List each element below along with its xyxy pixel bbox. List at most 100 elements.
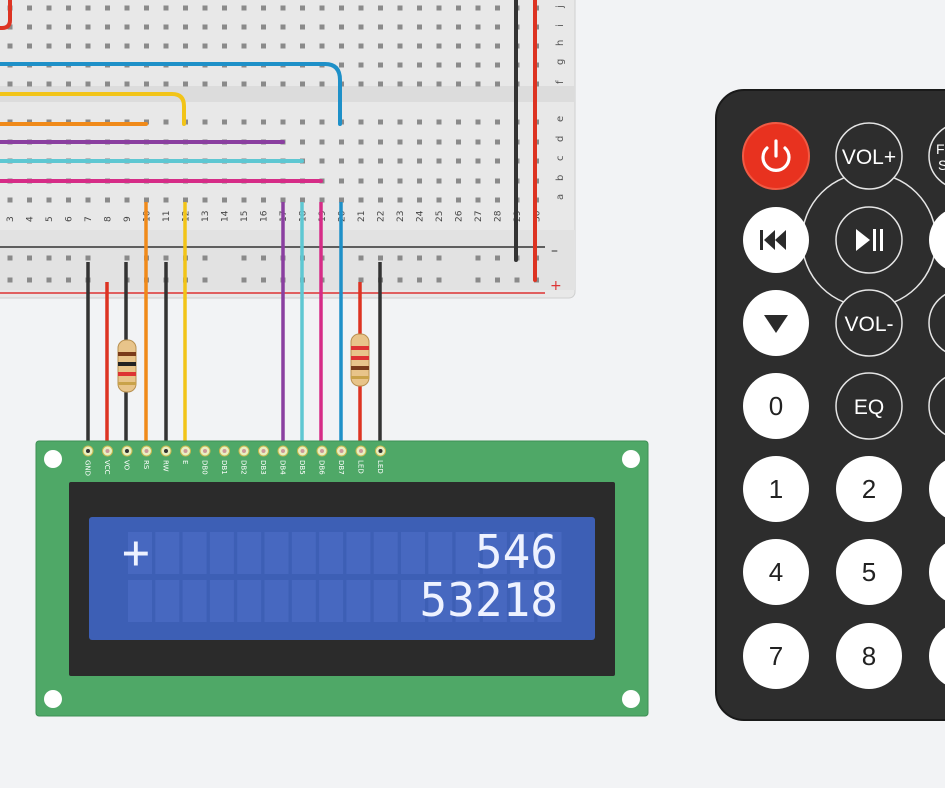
st-rept-button[interactable]: [928, 373, 945, 439]
breadboard-hole: [85, 24, 91, 30]
button-8[interactable]: 8: [836, 623, 902, 689]
ir-remote: VOL+ F S: [715, 89, 945, 721]
column-number: 19: [318, 210, 328, 222]
button-2[interactable]: 2: [836, 456, 902, 522]
breadboard-hole: [378, 197, 383, 203]
breadboard-hole: [124, 43, 130, 49]
breadboard-hole: [85, 43, 91, 49]
lcd-cell: [401, 532, 425, 574]
button-0[interactable]: 0: [743, 373, 809, 439]
breadboard-hole: [280, 5, 286, 11]
button-7-label: 7: [769, 641, 783, 671]
power-icon: [761, 139, 791, 172]
lcd-pin-label: DB3: [259, 460, 267, 475]
breadboard-hole: [397, 197, 403, 203]
breadboard-hole: [358, 197, 364, 203]
vol-down-label: VOL-: [844, 313, 893, 336]
breadboard-hole: [46, 81, 52, 87]
lcd-cell: [209, 580, 234, 622]
breadboard-hole: [378, 139, 383, 145]
breadboard-hole: [241, 24, 247, 30]
button-7[interactable]: 7: [743, 623, 809, 689]
rail-hole: [85, 255, 91, 261]
button-1[interactable]: 1: [743, 456, 809, 522]
vol-up-button[interactable]: VOL+: [835, 122, 903, 190]
breadboard-hole: [417, 43, 422, 49]
vol-down-button[interactable]: VOL-: [835, 289, 903, 357]
row-letter: h: [555, 40, 566, 46]
column-number: 16: [260, 210, 270, 222]
breadboard-hole: [417, 81, 422, 87]
lcd-pin-label: DB1: [220, 460, 228, 475]
breadboard-hole: [358, 62, 364, 68]
lcd-cell: [128, 580, 152, 622]
lcd-pin-label: RW: [162, 460, 170, 472]
power-button[interactable]: [742, 122, 810, 190]
breadboard-hole: [339, 197, 344, 203]
lcd-pin-label: LED: [376, 460, 384, 474]
breadboard-hole: [202, 81, 208, 87]
lcd-wires: [86, 202, 382, 450]
rail-minus-label: –: [551, 243, 558, 259]
column-number: 15: [240, 211, 250, 222]
down-button[interactable]: [743, 290, 809, 356]
column-number: 27: [474, 211, 484, 222]
breadboard-hole: [7, 24, 13, 30]
breadboard-hole: [183, 197, 188, 203]
breadboard-hole: [397, 24, 403, 30]
breadboard-hole: [378, 158, 383, 164]
breadboard-hole: [436, 139, 442, 145]
lcd-cell: [373, 532, 398, 574]
rail-plus-label: +: [550, 278, 562, 294]
rail-hole: [27, 277, 32, 283]
breadboard-hole: [417, 62, 422, 68]
lcd-cell: [428, 580, 453, 622]
lcd-pin-label: LED: [357, 460, 365, 474]
breadboard-hole: [85, 81, 91, 87]
breadboard-hole: [27, 43, 32, 49]
breadboard-hole: [222, 197, 227, 203]
breadboard-hole: [436, 43, 442, 49]
eq-button[interactable]: EQ: [835, 372, 903, 440]
breadboard-hole: [105, 43, 110, 49]
breadboard-hole: [319, 197, 325, 203]
lcd-cell: [264, 580, 289, 622]
button-3[interactable]: [929, 456, 945, 522]
rail-hole: [358, 255, 364, 261]
breadboard-hole: [105, 5, 110, 11]
button-6[interactable]: [929, 539, 945, 605]
rail-hole: [27, 255, 32, 261]
play-pause-button[interactable]: [835, 206, 903, 274]
breadboard-hole: [456, 139, 461, 145]
breadboard-hole: [475, 24, 481, 30]
breadboard-hole: [358, 24, 364, 30]
column-number: 5: [45, 216, 55, 222]
column-number: 3: [6, 216, 16, 222]
next-button[interactable]: [929, 207, 945, 273]
button-4[interactable]: 4: [743, 539, 809, 605]
breadboard-hole: [27, 5, 32, 11]
breadboard-hole: [7, 81, 13, 87]
breadboard-hole: [222, 119, 227, 125]
rail-hole: [417, 277, 422, 283]
lcd-pin-label: E: [181, 460, 189, 464]
breadboard-hole: [475, 197, 481, 203]
column-number: 22: [377, 211, 387, 222]
breadboard-wires: [0, 0, 537, 282]
breadboard-hole: [124, 24, 130, 30]
prev-button[interactable]: [743, 207, 809, 273]
breadboard-hole: [202, 197, 208, 203]
breadboard-hole: [495, 5, 500, 11]
breadboard-hole: [319, 139, 325, 145]
up-button[interactable]: [928, 290, 945, 356]
row-letter: c: [555, 156, 566, 162]
breadboard-hole: [339, 24, 344, 30]
breadboard-hole: [417, 178, 422, 184]
func-stop-button[interactable]: F S: [928, 123, 945, 189]
breadboard-hole: [27, 81, 32, 87]
button-9[interactable]: [929, 623, 945, 689]
button-5[interactable]: 5: [836, 539, 902, 605]
row-letter: j: [555, 5, 566, 9]
breadboard-hole: [7, 197, 13, 203]
